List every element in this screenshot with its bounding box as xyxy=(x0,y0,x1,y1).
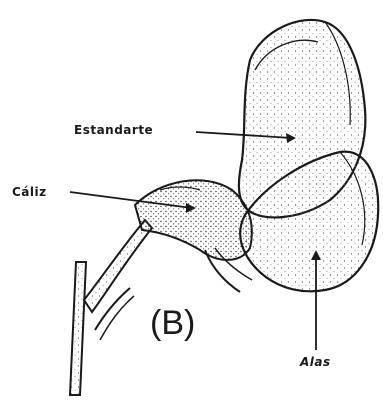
panel-label: (B) xyxy=(150,306,195,340)
label-caliz: Cáliz xyxy=(12,186,47,198)
label-estandarte: Estandarte xyxy=(74,124,153,136)
stem xyxy=(70,220,152,395)
calyx xyxy=(135,180,252,292)
label-alas: Alas xyxy=(300,356,331,368)
